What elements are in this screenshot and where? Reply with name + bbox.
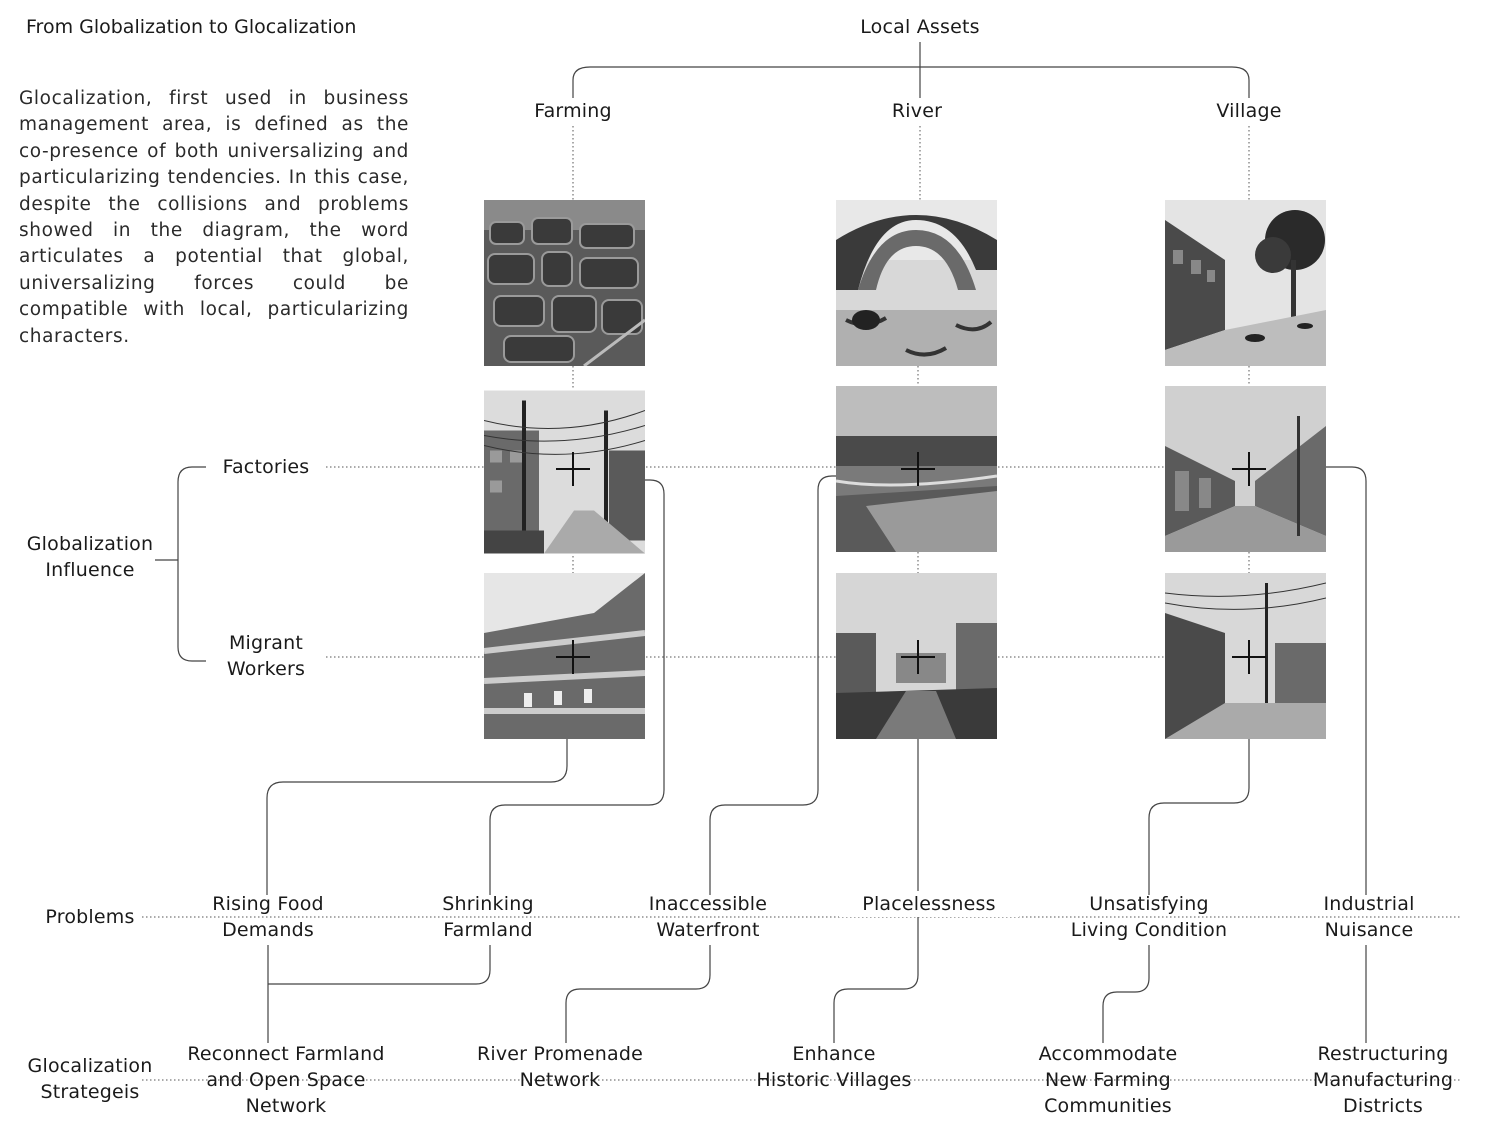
stone-bridge-photo	[836, 200, 997, 366]
street-utility-poles-photo	[484, 389, 645, 555]
crosshair-marker	[556, 640, 590, 674]
factor-migrant-workers-label: Migrant Workers	[206, 630, 326, 682]
alley-housing-photo	[1165, 573, 1326, 739]
crosshair-marker	[1232, 452, 1266, 486]
asset-river-label: River	[891, 100, 943, 122]
crosshair-marker	[1232, 640, 1266, 674]
river-construction-photo	[836, 386, 997, 552]
crosshair-marker	[901, 640, 935, 674]
aerial-fishpond-photo	[484, 200, 645, 366]
village-canal-photo	[836, 573, 997, 739]
factor-factories-label: Factories	[206, 454, 326, 480]
problem-placelessness: Placelessness	[839, 891, 1019, 917]
globalization-bracket	[177, 466, 222, 662]
crosshair-marker	[901, 452, 935, 486]
strategy-new-farming-communities: Accommodate New Farming Communities	[1038, 1043, 1178, 1117]
intro-paragraph: Glocalization, first used in business ma…	[19, 88, 409, 347]
problem-industrial-nuisance: Industrial Nuisance	[1323, 893, 1415, 941]
strategy-restructuring-manufacturing: Restructuring Manufacturing Districts	[1312, 1043, 1454, 1117]
local-assets-heading: Local Assets	[860, 16, 980, 38]
asset-village-label: Village	[1216, 100, 1282, 122]
diagram-title: From Globalization to Glocalization	[26, 16, 357, 38]
crosshair-marker	[556, 452, 590, 486]
strategy-enhance-historic-villages: Enhance Historic Villages	[756, 1043, 912, 1091]
globalization-heading: Globalization Influence	[26, 533, 154, 581]
strategy-river-promenade: River Promenade Network	[476, 1043, 644, 1091]
asset-farming-label: Farming	[534, 100, 612, 122]
problem-inaccessible-waterfront: Inaccessible Waterfront	[648, 893, 768, 941]
canal-village-photo	[1165, 200, 1326, 366]
problem-unsatisfying-living-condition: Unsatisfying Living Condition	[1070, 893, 1228, 941]
strategies-heading: Glocalization Strategeis	[27, 1055, 153, 1103]
problems-heading: Problems	[45, 906, 135, 928]
local-assets-bracket	[572, 66, 1250, 98]
problem-shrinking-farmland: Shrinking Farmland	[442, 893, 534, 941]
strategy-reconnect-farmland: Reconnect Farmland and Open Space Networ…	[187, 1043, 385, 1117]
problem-rising-food-demands: Rising Food Demands	[212, 893, 324, 941]
